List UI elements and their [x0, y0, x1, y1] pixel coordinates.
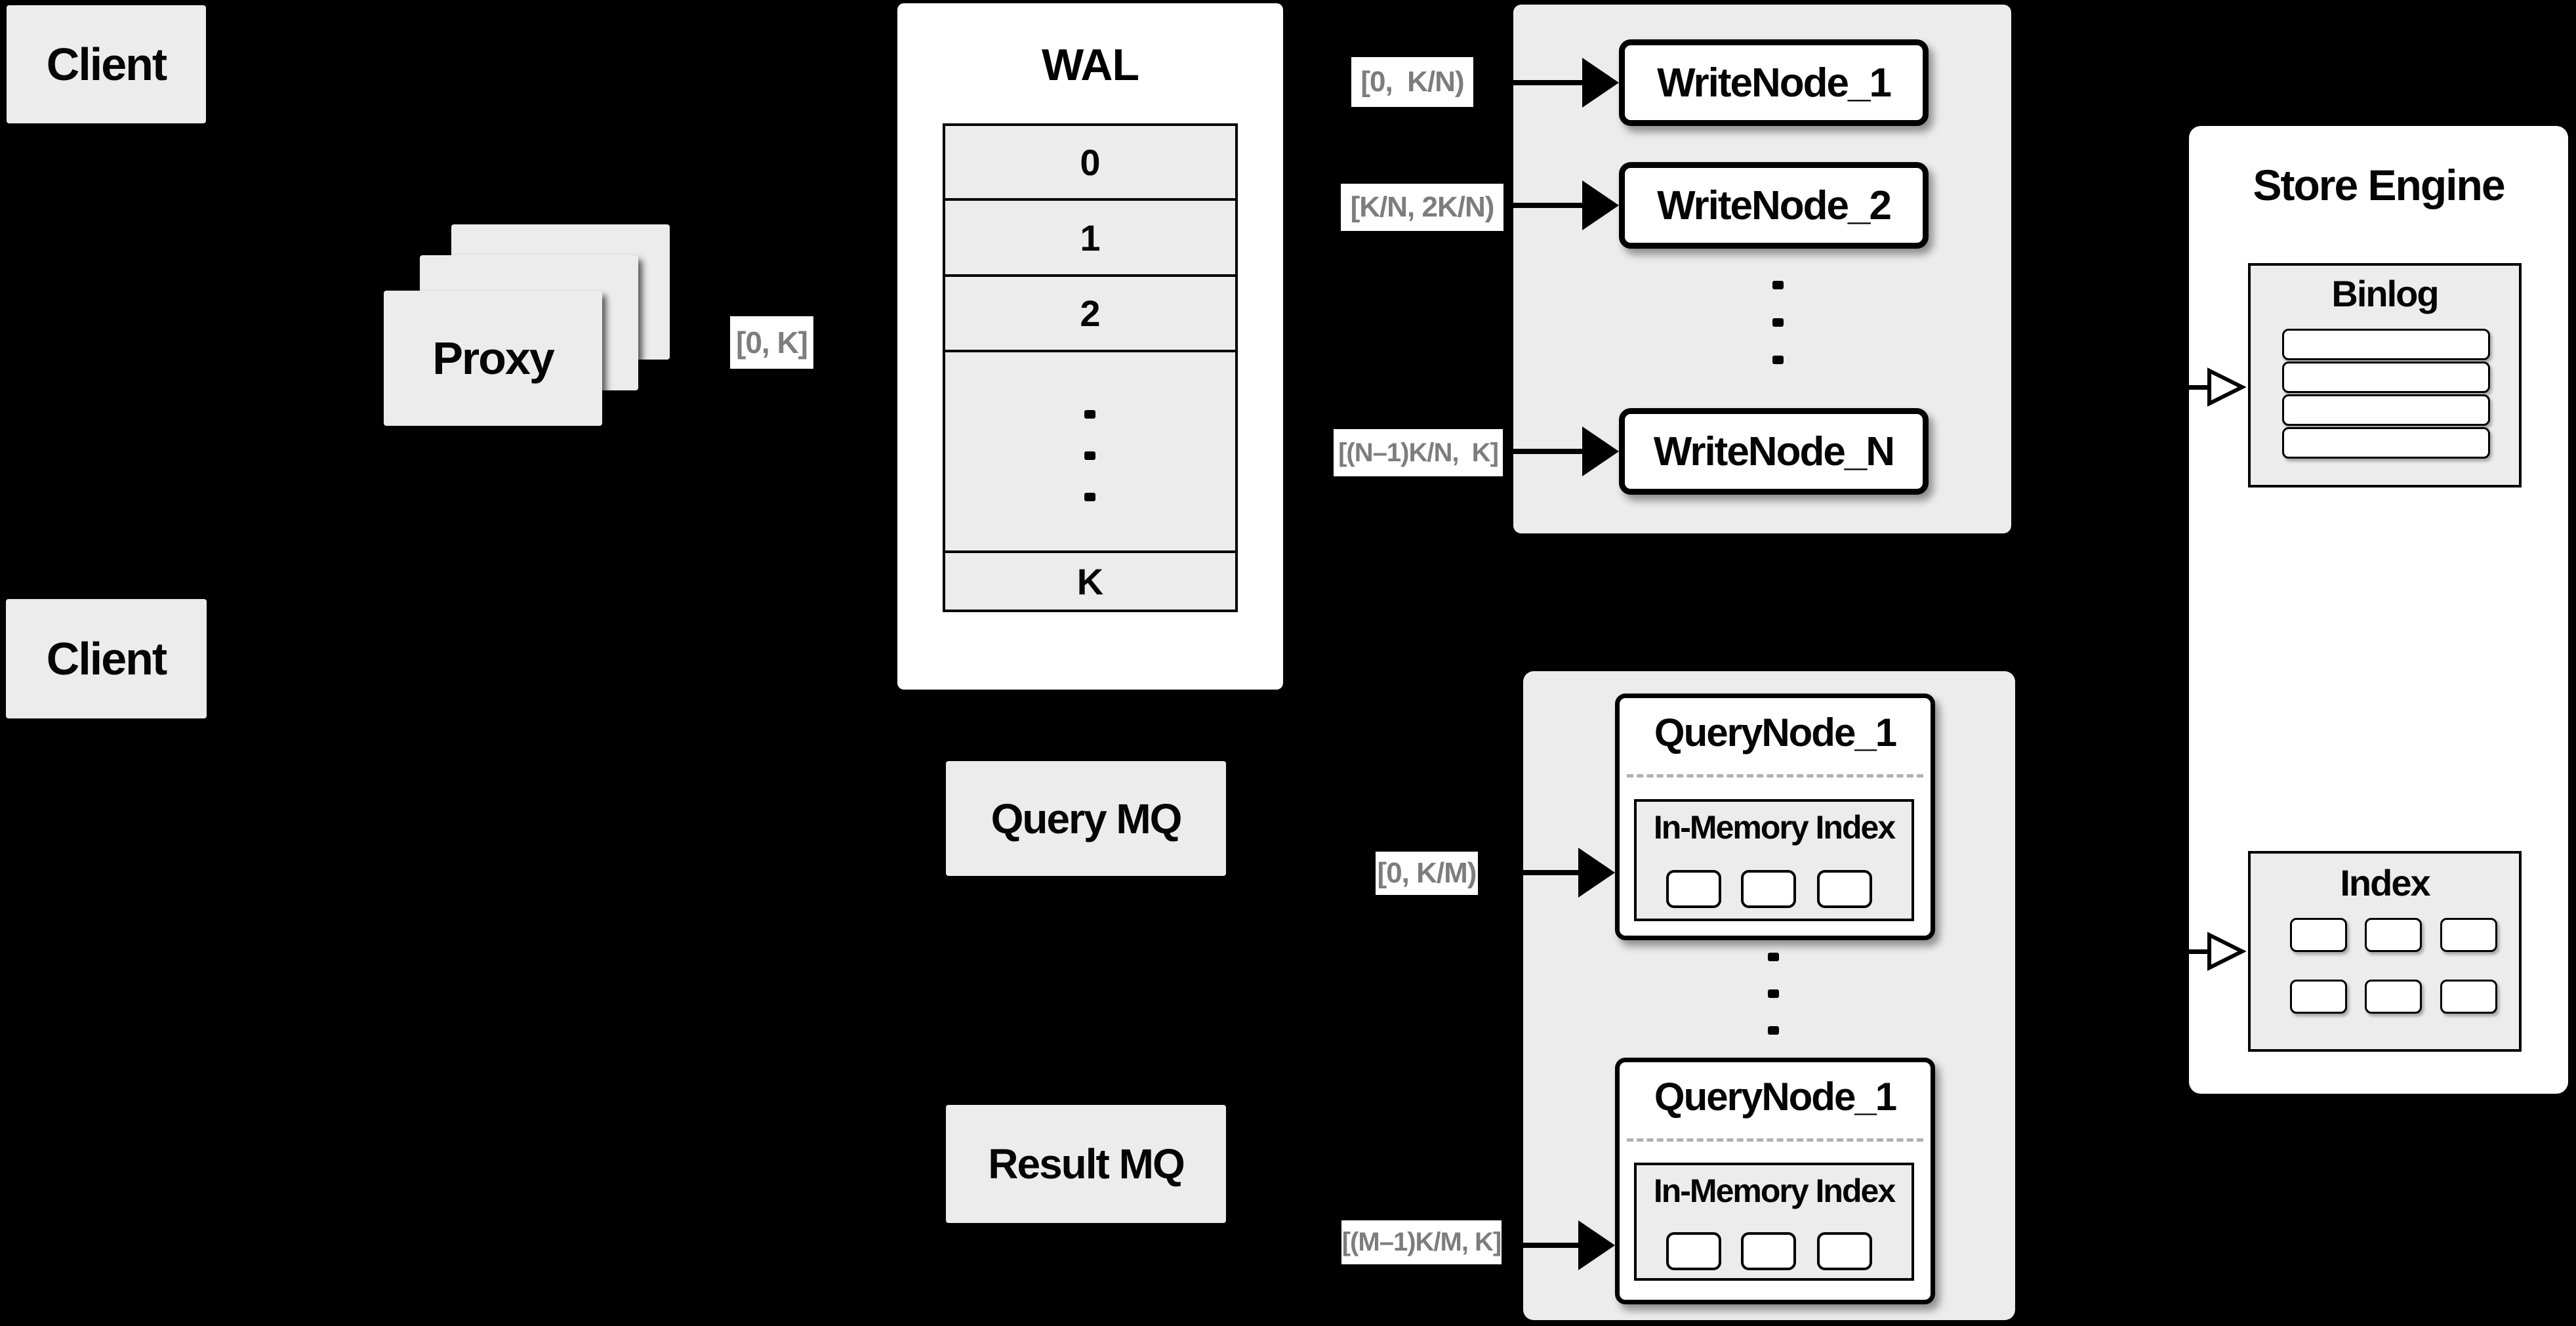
- binlog-title: Binlog: [2331, 273, 2439, 314]
- index-cell: [2440, 918, 2497, 952]
- query-node-1-divider: [1627, 774, 1923, 777]
- wal-segment-row-k: K: [1076, 560, 1104, 602]
- wal-ellipsis-row: [945, 352, 1235, 553]
- binlog-box: Binlog: [2248, 263, 2522, 487]
- inmemory-cell: [1741, 870, 1796, 908]
- index-cell: [2365, 918, 2422, 952]
- client-box-bottom: Client: [6, 599, 207, 718]
- inmemory-cell: [1666, 1232, 1721, 1270]
- query-ellipsis-dot: [1768, 1026, 1779, 1035]
- store-engine-box: Store Engine Binlog Index: [2189, 126, 2568, 1094]
- wal-segment-row: 2: [945, 277, 1235, 352]
- result-mq-box: Result MQ: [946, 1105, 1226, 1223]
- range-label-write-2: [K/N, 2K/N): [1341, 184, 1503, 231]
- query-node-2-divider: [1627, 1138, 1923, 1142]
- wal-ellipsis-dot: [1084, 493, 1095, 501]
- wal-segment-row: 1: [945, 201, 1235, 277]
- inmemory-cell: [1817, 870, 1872, 908]
- query-ellipsis-dot: [1768, 953, 1779, 961]
- store-engine-title: Store Engine: [2253, 161, 2505, 209]
- wal-ellipsis-dot: [1084, 451, 1095, 460]
- wal-box: WAL 0 1 2 K: [897, 3, 1283, 690]
- write-node-n: WriteNode_N: [1619, 408, 1929, 495]
- range-label-write-n: [(N–1)K/N, K]: [1334, 429, 1503, 476]
- inmemory-panel-2-title: In-Memory Index: [1653, 1172, 1896, 1209]
- binlog-row: [2282, 427, 2490, 459]
- write-ellipsis-dot: [1772, 356, 1784, 364]
- index-cell: [2365, 980, 2422, 1014]
- write-ellipsis-dot: [1772, 281, 1784, 289]
- proxy-card-front: Proxy: [384, 291, 602, 426]
- range-label-proxy-out: [0, K]: [730, 316, 813, 369]
- query-mq-box: Query MQ: [946, 761, 1226, 876]
- inmemory-cell: [1666, 870, 1721, 908]
- query-mq-label: Query MQ: [991, 795, 1183, 842]
- client-top-label: Client: [46, 39, 167, 90]
- binlog-row: [2282, 394, 2490, 426]
- write-ellipsis-dot: [1772, 318, 1784, 327]
- query-ellipsis-dot: [1768, 989, 1779, 998]
- client-box-top: Client: [7, 5, 206, 123]
- wal-ellipsis-dot: [1084, 410, 1095, 419]
- query-node-2-title: QueryNode_1: [1654, 1075, 1897, 1119]
- range-label-query-m: [(M–1)K/M, K]: [1341, 1220, 1502, 1264]
- query-node-1-title: QueryNode_1: [1654, 711, 1897, 755]
- wal-table: 0 1 2 K: [943, 123, 1238, 612]
- inmemory-panel-1-title: In-Memory Index: [1653, 809, 1896, 846]
- inmemory-cell: [1817, 1232, 1872, 1270]
- write-node-2: WriteNode_2: [1619, 162, 1929, 249]
- range-label-write-1: [0, K/N): [1351, 57, 1473, 107]
- binlog-row: [2282, 329, 2490, 360]
- wal-segment-row: 0: [945, 126, 1235, 201]
- range-label-query-1: [0, K/M): [1376, 852, 1478, 895]
- proxy-label: Proxy: [432, 333, 555, 384]
- index-cell: [2290, 980, 2347, 1014]
- binlog-row: [2282, 362, 2490, 393]
- index-box: Index: [2248, 851, 2522, 1052]
- index-title: Index: [2340, 862, 2430, 903]
- index-cell: [2440, 980, 2497, 1014]
- result-mq-label: Result MQ: [988, 1140, 1185, 1188]
- wal-title: WAL: [1041, 40, 1139, 90]
- index-cell: [2290, 918, 2347, 952]
- inmemory-cell: [1741, 1232, 1796, 1270]
- write-node-1: WriteNode_1: [1619, 39, 1929, 126]
- client-bottom-label: Client: [46, 633, 167, 684]
